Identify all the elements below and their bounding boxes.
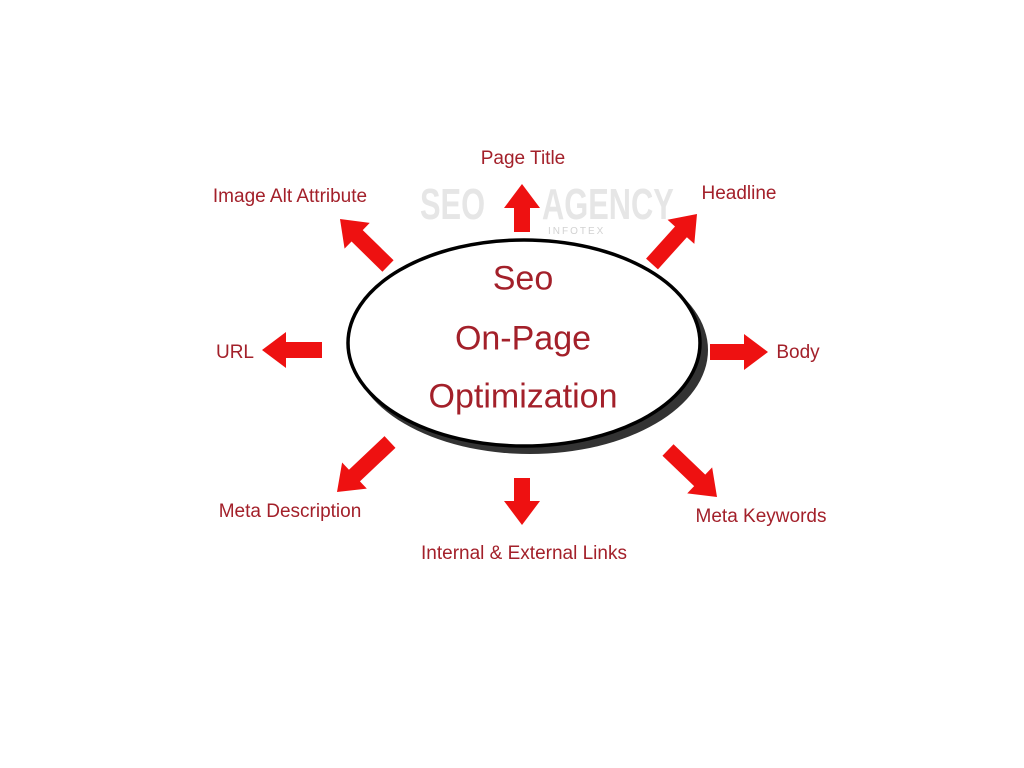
node-meta-keywords: Meta Keywords xyxy=(695,506,827,527)
arrow-icon-7 xyxy=(340,218,394,272)
node-meta-description: Meta Description xyxy=(218,501,362,522)
node-body: Body xyxy=(776,342,820,363)
watermark-logo: SEO xyxy=(420,180,486,229)
center-line-3: Optimization xyxy=(428,377,618,416)
arrow-icon-6 xyxy=(262,332,322,368)
arrow-icon-3 xyxy=(662,444,717,497)
arrow-icon-2 xyxy=(710,334,768,370)
node-internal-external-links: Internal & External Links xyxy=(421,543,627,564)
arrow-icon-4 xyxy=(504,478,540,525)
arrow-icon-1 xyxy=(646,214,698,270)
center-line-1: Seo xyxy=(492,259,554,298)
watermark-subtext: INFOTEX xyxy=(548,226,606,237)
node-headline: Headline xyxy=(701,183,777,204)
arrow-icon-0 xyxy=(504,184,540,232)
center-ellipse xyxy=(346,238,702,448)
center-line-2: On-Page xyxy=(454,319,592,358)
node-page-title: Page Title xyxy=(480,148,566,169)
node-image-alt-attribute: Image Alt Attribute xyxy=(212,186,368,207)
arrow-icon-5 xyxy=(337,436,396,493)
watermark-logo-part-2: AGENCY xyxy=(542,180,674,229)
node-url: URL xyxy=(215,342,255,363)
